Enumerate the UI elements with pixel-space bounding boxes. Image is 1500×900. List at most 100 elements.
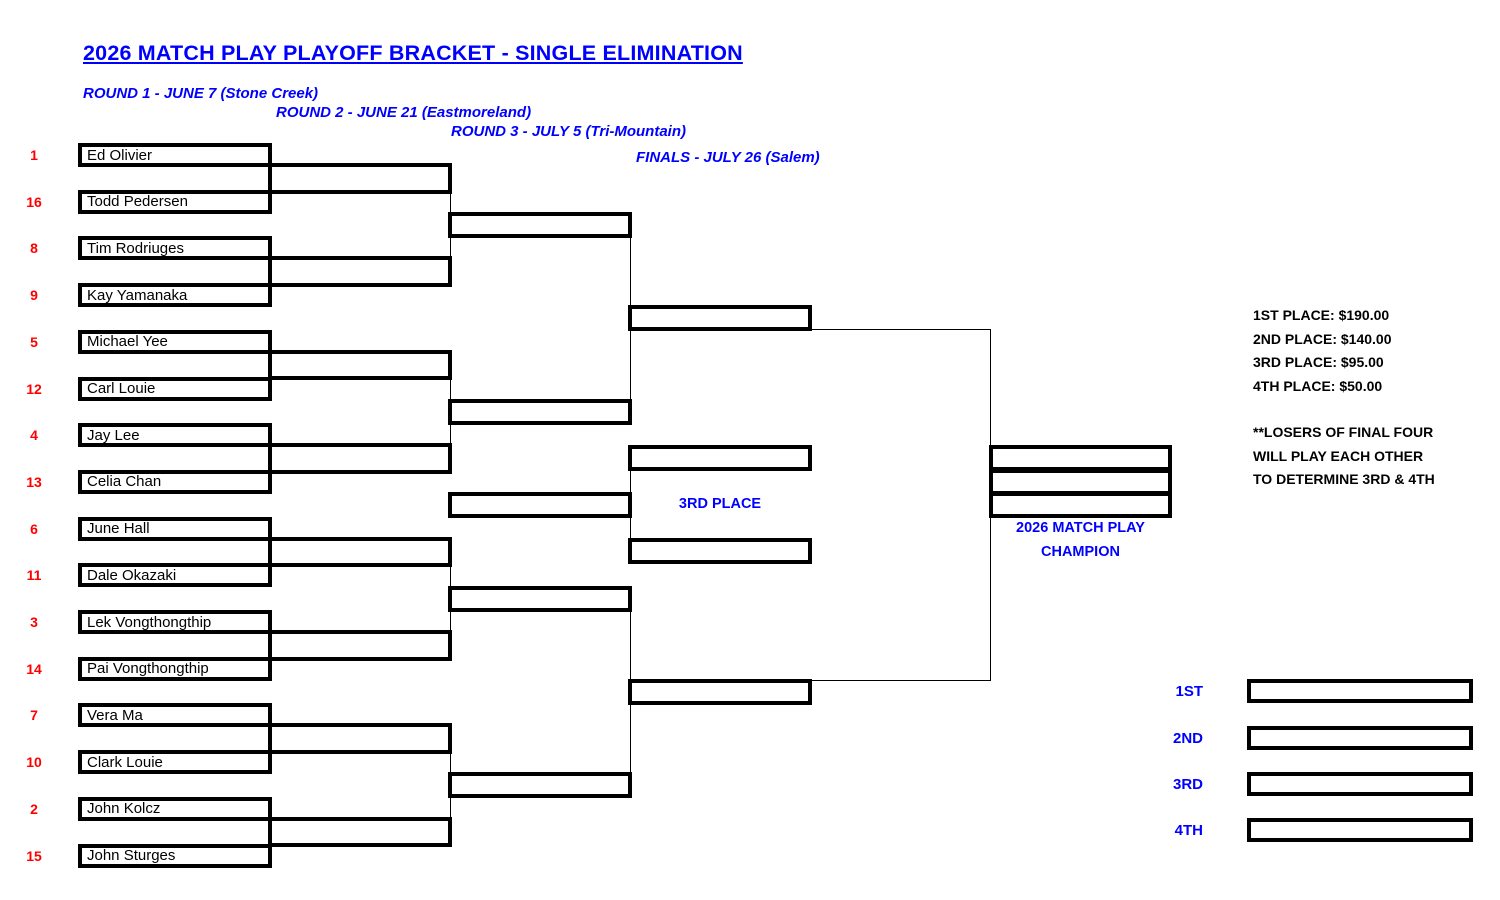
player-name-box[interactable]: Michael Yee — [78, 329, 272, 354]
round3-winner-slot[interactable] — [448, 585, 632, 612]
result-box-4th[interactable] — [1247, 818, 1473, 842]
bracket-connector-line — [450, 795, 451, 820]
player-name-box[interactable]: June Hall — [78, 516, 272, 541]
player-name-box[interactable]: John Sturges — [78, 843, 272, 868]
player-name: Celia Chan — [87, 473, 162, 491]
player-name-box[interactable]: Celia Chan — [78, 469, 272, 494]
seed-label: 4 — [30, 427, 38, 444]
prize-list: 1ST PLACE: $190.00 2ND PLACE: $140.00 3R… — [1253, 304, 1392, 398]
seed-label: 13 — [26, 473, 42, 490]
bracket-connector-line — [450, 235, 451, 260]
champion-caption-line1: 2026 MATCH PLAY — [1016, 520, 1145, 536]
bracket-connector-line — [630, 608, 631, 683]
bracket-connector-line — [630, 702, 631, 776]
bracket-connector-line — [990, 515, 991, 682]
round2-winner-slot[interactable] — [268, 443, 452, 474]
finalist-slot-bottom[interactable] — [628, 679, 812, 706]
seed-label: 9 — [30, 287, 38, 304]
player-name-box[interactable]: Kay Yamanaka — [78, 283, 272, 308]
round2-winner-slot[interactable] — [268, 256, 452, 288]
third-place-slot-top[interactable] — [628, 445, 812, 471]
player-name-box[interactable]: Vera Ma — [78, 703, 272, 728]
player-name: Kay Yamanaka — [87, 286, 188, 304]
seed-label: 16 — [26, 193, 42, 210]
player-name: Jay Lee — [87, 426, 140, 444]
result-label-2nd: 2ND — [1172, 729, 1203, 747]
bracket-connector-line — [450, 751, 451, 776]
prize-3rd: 3RD PLACE: $95.00 — [1253, 354, 1384, 370]
champion-caption-line2: CHAMPION — [1041, 544, 1120, 560]
player-name-box[interactable]: Carl Louie — [78, 376, 272, 401]
player-name-box[interactable]: Ed Olivier — [78, 143, 272, 167]
player-name-box[interactable]: Clark Louie — [78, 750, 272, 775]
losers-note-line3: TO DETERMINE 3RD & 4TH — [1253, 471, 1435, 487]
third-place-label: 3RD PLACE — [678, 496, 762, 512]
round2-winner-slot[interactable] — [268, 349, 452, 381]
player-name-box[interactable]: Lek Vongthongthip — [78, 610, 272, 634]
round2-winner-slot[interactable] — [268, 630, 452, 661]
seed-label: 3 — [30, 614, 38, 630]
champion-box-row[interactable] — [989, 492, 1172, 518]
bracket-connector-line — [990, 329, 991, 447]
seed-label: 10 — [26, 754, 42, 771]
round3-winner-slot[interactable] — [448, 772, 632, 799]
result-box-3rd[interactable] — [1247, 772, 1473, 796]
round2-winner-slot[interactable] — [268, 816, 452, 848]
round3-winner-slot[interactable] — [448, 398, 632, 425]
player-name: Michael Yee — [87, 333, 168, 351]
result-label-3rd: 3RD — [1172, 775, 1203, 793]
player-name: John Sturges — [87, 847, 176, 864]
round2-winner-slot[interactable] — [268, 163, 452, 194]
player-name: Vera Ma — [87, 706, 143, 724]
round3-winner-slot[interactable] — [448, 212, 632, 239]
bracket-connector-line — [810, 329, 991, 331]
seed-label: 1 — [30, 147, 38, 163]
bracket-connector-line — [450, 421, 451, 447]
third-place-slot-bottom[interactable] — [628, 538, 812, 564]
player-name-box[interactable]: Dale Okazaki — [78, 563, 272, 588]
seed-label: 5 — [30, 333, 38, 350]
seed-label: 2 — [30, 800, 38, 817]
losers-note: **LOSERS OF FINAL FOUR WILL PLAY EACH OT… — [1253, 421, 1435, 492]
seed-label: 11 — [26, 567, 42, 584]
losers-note-line1: **LOSERS OF FINAL FOUR — [1253, 424, 1434, 440]
player-name-box[interactable]: John Kolcz — [78, 796, 272, 821]
bracket-connector-line — [450, 377, 451, 402]
round2-winner-slot[interactable] — [268, 536, 452, 568]
losers-note-line2: WILL PLAY EACH OTHER — [1253, 447, 1424, 464]
round3-label: ROUND 3 - JULY 5 (Tri-Mountain) — [451, 123, 687, 140]
prize-1st: 1ST PLACE: $190.00 — [1253, 307, 1390, 323]
result-box-2nd[interactable] — [1247, 726, 1473, 750]
bracket-connector-line — [450, 608, 451, 633]
prize-4th: 4TH PLACE: $50.00 — [1253, 377, 1383, 394]
bracket-connector-line — [630, 235, 631, 309]
player-name-box[interactable]: Tim Rodriuges — [78, 236, 272, 261]
seed-label: 7 — [30, 707, 38, 724]
prize-2nd: 2ND PLACE: $140.00 — [1253, 330, 1392, 347]
page-title: 2026 MATCH PLAY PLAYOFF BRACKET - SINGLE… — [83, 41, 743, 65]
third-place-winner-box[interactable] — [448, 492, 632, 518]
round1-label: ROUND 1 - JUNE 7 (Stone Creek) — [83, 85, 319, 102]
result-box-1st[interactable] — [1247, 679, 1473, 703]
result-label-1st: 1ST — [1175, 682, 1203, 700]
player-name: Pai Vongthongthip — [87, 660, 209, 678]
bracket-connector-line — [810, 680, 991, 682]
player-name: June Hall — [87, 520, 150, 538]
seed-label: 8 — [30, 240, 38, 257]
player-name: Dale Okazaki — [87, 566, 177, 584]
finalist-slot-top[interactable] — [628, 305, 812, 332]
bracket-connector-line — [630, 328, 631, 402]
player-name-box[interactable]: Pai Vongthongthip — [78, 656, 272, 681]
player-name: Carl Louie — [87, 380, 156, 397]
finals-label: FINALS - JULY 26 (Salem) — [636, 149, 820, 166]
result-label-4th: 4TH — [1174, 821, 1203, 839]
round2-winner-slot[interactable] — [268, 723, 452, 755]
seed-label: 12 — [26, 380, 42, 397]
player-name-box[interactable]: Todd Pedersen — [78, 189, 272, 214]
seed-label: 6 — [30, 520, 38, 537]
champion-box-row[interactable] — [989, 445, 1172, 471]
player-name: Ed Olivier — [87, 146, 153, 164]
player-name: Lek Vongthongthip — [87, 613, 212, 631]
player-name-box[interactable]: Jay Lee — [78, 423, 272, 448]
